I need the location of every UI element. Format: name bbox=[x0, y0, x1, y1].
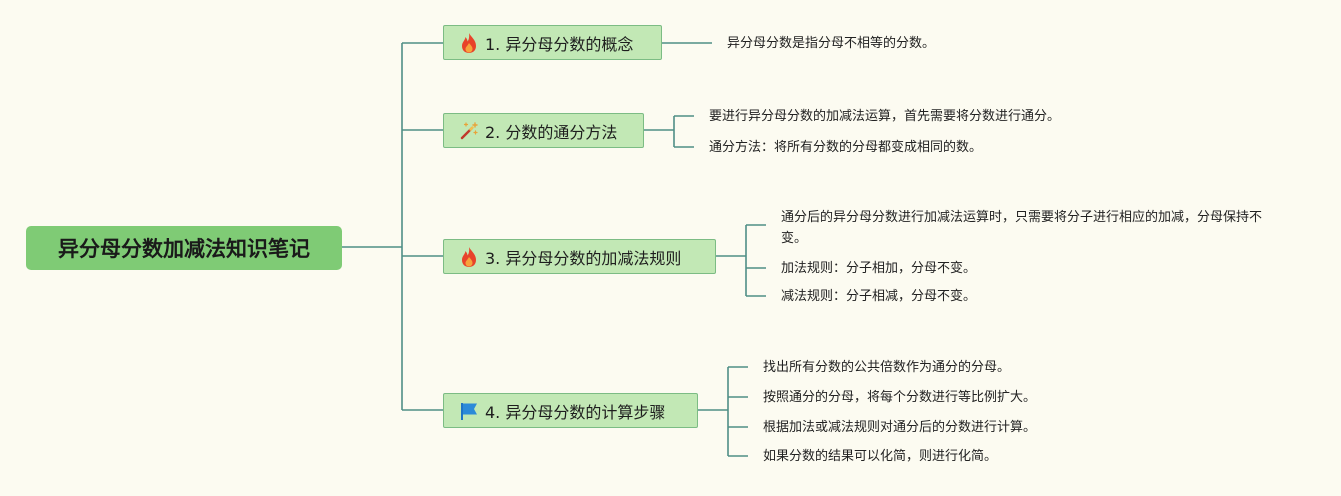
leaf-topic[interactable]: 如果分数的结果可以化简，则进行化简。 bbox=[763, 449, 998, 464]
leaf-topic[interactable]: 根据加法或减法规则对通分后的分数进行计算。 bbox=[763, 420, 1037, 435]
leaf-topic[interactable]: 通分方法：将所有分数的分母都变成相同的数。 bbox=[709, 140, 983, 155]
branch-topic-3-label: 3. 异分母分数的加减法规则 bbox=[485, 248, 682, 268]
branch-topic-1[interactable]: 1. 异分母分数的概念 bbox=[443, 25, 662, 60]
leaf-topic[interactable]: 减法规则：分子相减，分母不变。 bbox=[781, 289, 977, 304]
fire-icon bbox=[458, 246, 480, 268]
fire-icon bbox=[458, 32, 480, 54]
root-topic-label: 异分母分数加减法知识笔记 bbox=[58, 237, 310, 261]
leaf-topic[interactable]: 按照通分的分母，将每个分数进行等比例扩大。 bbox=[763, 390, 1037, 405]
branch-topic-1-label: 1. 异分母分数的概念 bbox=[485, 34, 634, 54]
branch-topic-4-label: 4. 异分母分数的计算步骤 bbox=[485, 402, 666, 422]
branch-topic-2[interactable]: 2. 分数的通分方法 bbox=[443, 113, 644, 148]
branch-topic-4[interactable]: 4. 异分母分数的计算步骤 bbox=[443, 393, 698, 428]
leaf-topic[interactable]: 异分母分数是指分母不相等的分数。 bbox=[727, 36, 936, 51]
leaf-topic[interactable]: 找出所有分数的公共倍数作为通分的分母。 bbox=[763, 360, 1011, 375]
branch-topic-3[interactable]: 3. 异分母分数的加减法规则 bbox=[443, 239, 716, 274]
root-topic[interactable]: 异分母分数加减法知识笔记 bbox=[26, 226, 342, 270]
flag-icon bbox=[458, 400, 480, 422]
magic-wand-icon bbox=[458, 120, 480, 142]
leaf-topic[interactable]: 要进行异分母分数的加减法运算，首先需要将分数进行通分。 bbox=[709, 109, 1061, 124]
leaf-topic[interactable]: 加法规则：分子相加，分母不变。 bbox=[781, 261, 977, 276]
leaf-topic[interactable]: 通分后的异分母分数进行加减法运算时，只需要将分子进行相应的加减，分母保持不变。 bbox=[781, 210, 1263, 246]
branch-topic-2-label: 2. 分数的通分方法 bbox=[485, 122, 618, 142]
